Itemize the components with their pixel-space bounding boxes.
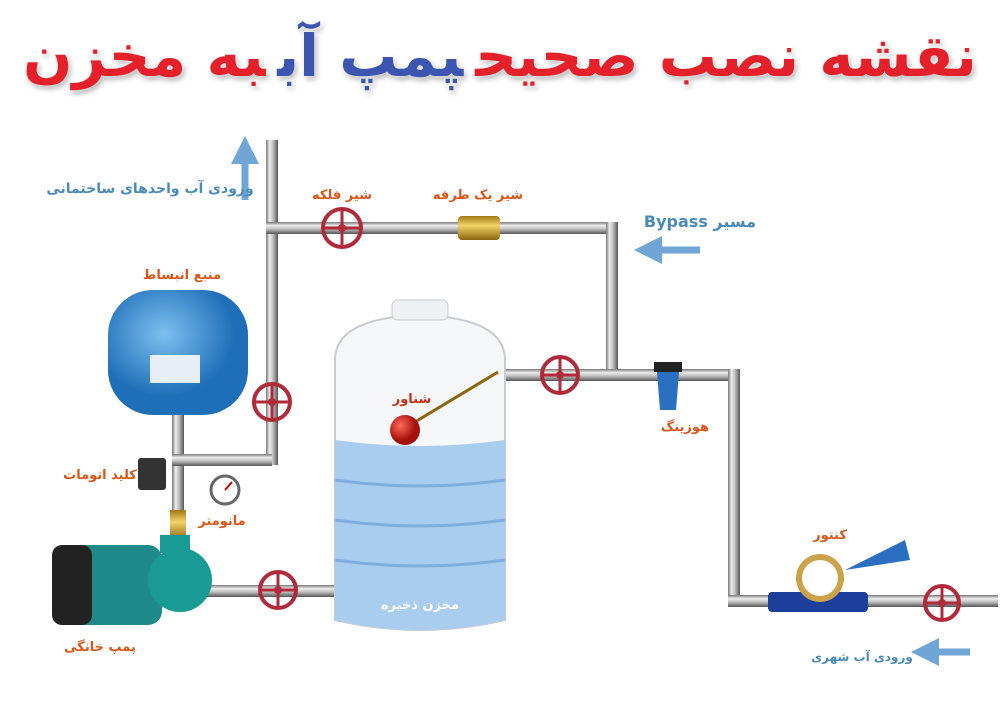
- pump-inlet-valve-icon: [258, 570, 298, 610]
- label-building-inlet: ورودی آب واحدهای ساختمانی: [46, 181, 254, 197]
- check-valve-icon: [458, 216, 500, 240]
- label-city-inlet: ورودی آب شهری: [811, 650, 913, 664]
- title-part2: پمپ آب: [277, 22, 464, 90]
- housing-filter-icon: [654, 362, 682, 410]
- label-pump: پمپ خانگی: [64, 640, 136, 655]
- label-housing: هوزینگ: [660, 420, 710, 435]
- riser-valve-icon: [252, 382, 292, 422]
- label-check-valve: شیر یک طرفه: [432, 188, 524, 203]
- fitting-icon: [170, 510, 186, 540]
- page-title: نقشه نصب صحیحپمپ آببه مخزن: [0, 22, 1000, 90]
- label-storage-tank: مخزن ذخیره: [380, 598, 460, 613]
- label-pressure-switch: کلید اتومات: [63, 468, 137, 483]
- label-expansion-tank: منبع انبساط: [142, 268, 222, 283]
- gate-valve-icon: [321, 207, 363, 249]
- water-meter-icon: [768, 540, 910, 612]
- expansion-tank-icon: [108, 290, 248, 415]
- label-float: شناور: [392, 392, 432, 407]
- label-meter: کنتور: [813, 528, 847, 543]
- pump-icon: [52, 535, 212, 625]
- manometer-icon: [209, 474, 241, 506]
- title-part1: نقشه نصب صحیح: [475, 22, 977, 90]
- label-gate-valve: شیر فلکه: [312, 188, 372, 203]
- title-part3: به مخزن: [23, 22, 266, 90]
- label-bypass: مسیر Bypass: [643, 212, 757, 231]
- storage-tank-icon: [334, 299, 506, 631]
- tank-outlet-valve-icon: [540, 355, 580, 395]
- label-manometer: مانومتر: [198, 514, 246, 529]
- pipes: [172, 140, 998, 607]
- city-valve-icon: [923, 584, 961, 622]
- pressure-switch-icon: [138, 458, 166, 490]
- float-ball-icon: [390, 415, 420, 445]
